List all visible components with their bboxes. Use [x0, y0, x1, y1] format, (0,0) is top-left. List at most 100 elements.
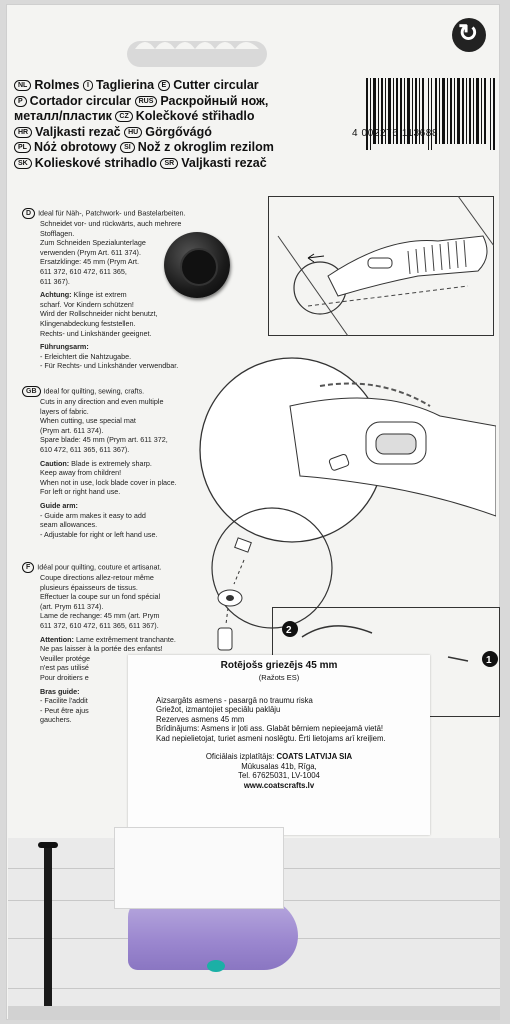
instruction-line: Rechts- und Linkshänder geeignet. — [40, 328, 152, 338]
rod-end-cap — [38, 842, 58, 848]
title-text: Valjkasti rezač — [35, 124, 121, 139]
title-text: Cutter circular — [173, 78, 259, 92]
step-1-label: 1 — [486, 655, 492, 666]
importer-address: Mūkusalas 41b, Rīga, — [241, 761, 317, 771]
instruction-line: Idéal pour quilting, couture et artisana… — [37, 562, 162, 572]
arm-title: Bras guide: — [40, 686, 80, 696]
instruction-line: Schneidet vor- und rückwärts, auch mehre… — [40, 219, 182, 228]
language-badge: I — [82, 80, 93, 92]
instruction-line: seam allowances. — [40, 520, 98, 530]
instruction-line: Effectuer la coupe sur un fond spécial — [40, 592, 161, 602]
importer-block: Oficiālais izplatītājs: COATS LATVIJA SI… — [128, 752, 430, 790]
instruction-line: When cutting, use special mat — [40, 416, 136, 426]
instruction-line: Lame extrêmement tranchante. — [75, 634, 176, 644]
instruction-line: layers of fabric. — [40, 406, 89, 416]
instruction-line: Zum Schneiden Spezialunterlage — [40, 238, 146, 248]
instruction-line: n'est pas utilisé — [40, 663, 89, 673]
instruction-line: - Facilite l'addit — [40, 696, 88, 706]
instruction-line: Klinge ist extrem — [73, 290, 127, 300]
instruction-line: plusieurs épaisseurs de tissus. — [40, 582, 138, 592]
barcode-number: 4 002276 113688 — [352, 128, 439, 139]
importer-phone: Tel. 67625031, LV-1004 — [238, 771, 320, 781]
instruction-line: Ideal for quilting, sewing, crafts. — [43, 386, 145, 396]
language-badge: CZ — [115, 111, 133, 123]
importer-label: Oficiālais izplatītājs: — [205, 752, 275, 762]
distributor-sticker: Rotējošs griezējs 45 mm (Ražots ES) Aizs… — [128, 655, 430, 835]
barcode — [366, 78, 495, 150]
arm-title: Führungsarm: — [40, 342, 89, 352]
sticker-origin: (Ražots ES) — [258, 673, 300, 682]
instruction-line: 611 372, 610 472, 611 365, — [40, 266, 127, 276]
sticker-line: Aizsargāts asmens - pasargā no traumu ri… — [156, 696, 313, 705]
language-badge: F — [22, 562, 35, 573]
instruction-line: Spare blade: 45 mm (Prym art. 611 372, — [40, 435, 168, 445]
instruction-line: Klingenabdeckung feststellen. — [40, 318, 136, 328]
sticker-line: Griežot, izmantojiet speciālu paklāju — [156, 705, 281, 715]
language-badge: RUS — [134, 95, 158, 107]
purple-cutter-handle — [128, 898, 298, 970]
language-badge: SK — [14, 157, 32, 169]
title-text: Nóż obrotowy — [33, 140, 117, 154]
instruction-line: scharf. Vor Kindern schützen! — [40, 299, 134, 309]
teal-button — [207, 960, 225, 972]
instruction-line: Blade is extremely sharp. — [71, 458, 152, 468]
instruction-line: Keep away from children! — [40, 468, 122, 478]
cutter-usage-illustration — [268, 196, 494, 336]
scallop-edge — [135, 42, 259, 49]
exploded-view-illustration — [199, 357, 496, 651]
sticker-line: Kad nepielietojat, turiet asmeni noslēgt… — [156, 733, 386, 743]
warning-title: Attention: — [40, 634, 74, 644]
title-text: Cortador circular — [29, 93, 132, 108]
tray-ridge — [8, 988, 500, 989]
step-2-label: 2 — [286, 625, 292, 636]
sticker-info-block: Aizsargāts asmens - pasargā no traumu ri… — [156, 696, 430, 743]
instruction-line: Coupe directions allez-retour même — [40, 573, 154, 582]
instruction-line: Stofflagen. — [40, 228, 75, 238]
instruction-line: verwenden (Prym Art. 611 374). — [40, 247, 141, 257]
instruction-line: When not in use, lock blade cover in pla… — [40, 477, 177, 487]
hang-hole — [127, 41, 267, 67]
instruction-line: - Peut être ajus — [40, 705, 89, 715]
instruction-line: - Erleichtert die Nahtzugabe. — [40, 351, 132, 361]
instruction-line: Pour droitiers e — [40, 672, 89, 682]
title-text: Nož z okroglim rezilom — [137, 140, 274, 154]
instruction-line: 611 367). — [40, 276, 70, 286]
language-badge: PL — [14, 142, 31, 154]
recycle-icon — [452, 18, 486, 52]
instruction-line: Ne pas laisser à la portée des enfants! — [40, 644, 163, 654]
cardboard-tab — [114, 827, 284, 909]
instruction-line: Cuts in any direction and even multiple — [40, 397, 164, 406]
instruction-line: - Guide arm makes it easy to add — [40, 510, 146, 520]
language-badge: E — [157, 80, 171, 92]
instruction-line: gauchers. — [40, 715, 72, 725]
black-knob — [164, 232, 230, 298]
warning-title: Achtung: — [40, 290, 72, 300]
warning-title: Caution: — [40, 458, 70, 468]
sticker-line: Brīdinājums: Asmens ir ļoti ass. Glabāt … — [156, 724, 384, 734]
title-text: металл/пластик — [14, 109, 112, 123]
sticker-line: Rezerves asmens 45 mm — [156, 714, 245, 724]
instruction-line: Lame de rechange: 45 mm (art. Prym — [40, 611, 160, 621]
language-badge: GB — [22, 386, 41, 397]
instruction-line: 610 472, 611 365, 611 367). — [40, 444, 130, 454]
instruction-line: - Für Rechts- und Linkshänder verwendbar… — [40, 361, 179, 371]
language-badge: SI — [120, 142, 135, 154]
instruction-line: - Adjustable for right or left hand use. — [40, 529, 158, 539]
language-badge: SR — [160, 157, 179, 169]
language-badge: HU — [124, 126, 143, 138]
sticker-title: Rotējošs griezējs 45 mm — [220, 660, 338, 671]
title-text: Taglierina — [95, 78, 155, 92]
instruction-line: Wird der Rollschneider nicht benutzt, — [40, 309, 158, 319]
instruction-line: For left or right hand use. — [40, 487, 121, 497]
language-badge: HR — [14, 126, 33, 138]
instruction-line: 611 372, 610 472, 611 365, 611 367). — [40, 620, 159, 630]
language-badge: P — [14, 95, 27, 107]
